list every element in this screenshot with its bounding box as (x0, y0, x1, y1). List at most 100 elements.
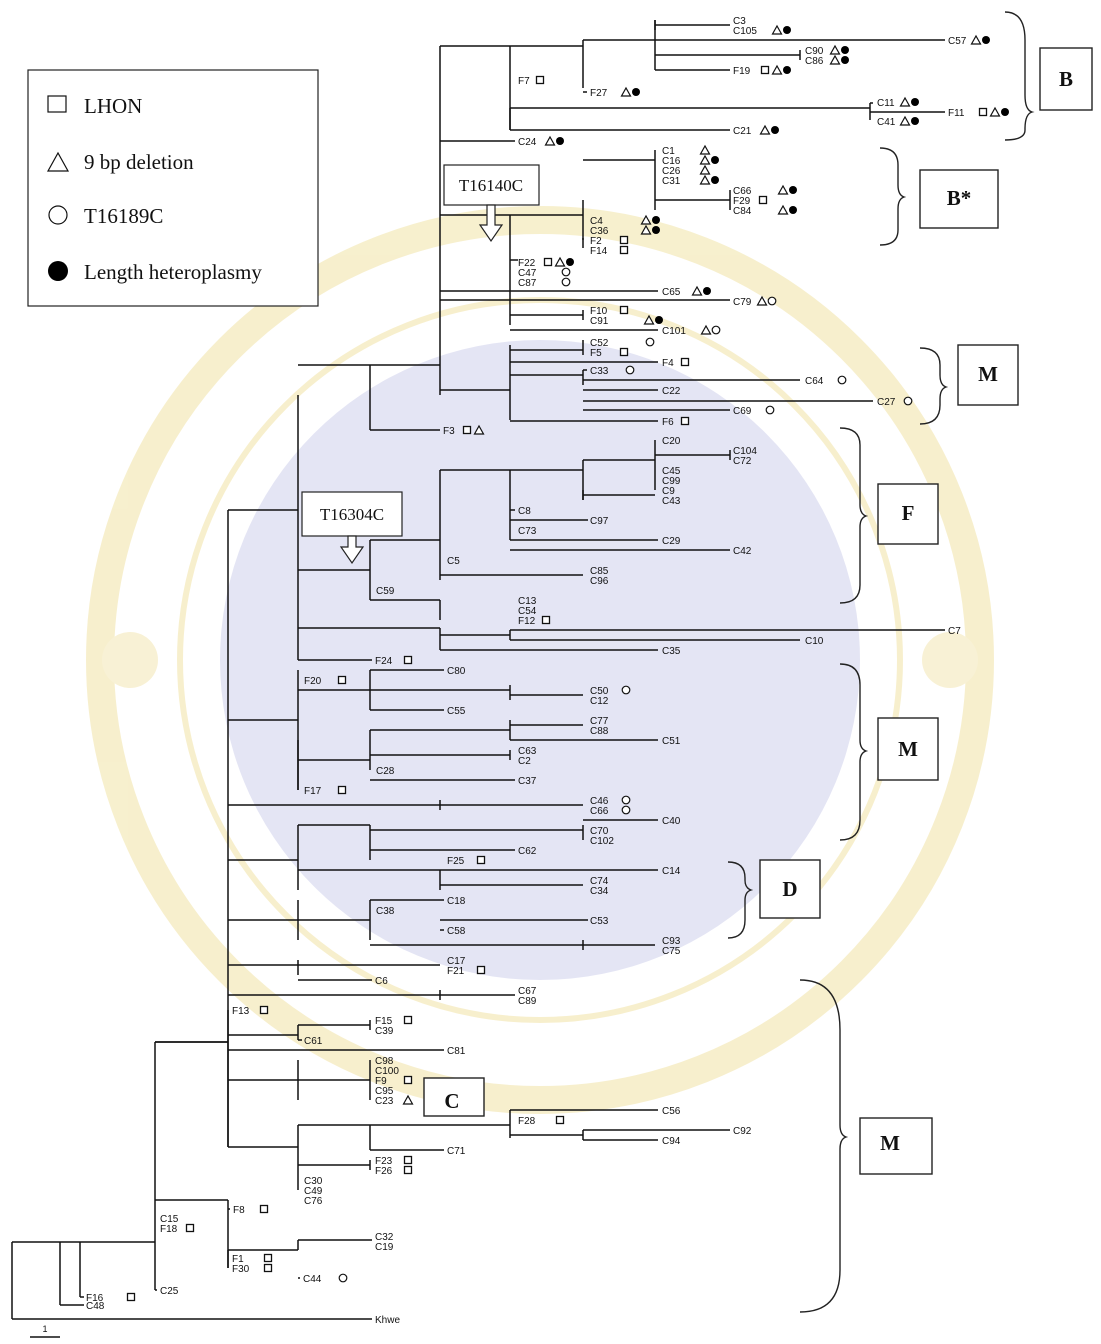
leaf-label-c97: C97 (590, 516, 609, 527)
leaf-label-c101: C101 (662, 326, 686, 337)
leaf-label-c57: C57 (948, 36, 967, 47)
leaf-label-c47: C47 (518, 268, 537, 279)
t16189c-marker-icon (625, 365, 635, 375)
lhon-marker-icon (541, 615, 551, 625)
t16189c-marker-icon (711, 325, 721, 335)
lhon-marker-icon (758, 195, 768, 205)
leaf-label-c20: C20 (662, 436, 681, 447)
leaf-label-f30: F30 (232, 1264, 250, 1275)
tree-branches (11, 20, 945, 1320)
leaf-label-c79: C79 (733, 297, 752, 308)
tree-leaf-labels: KhweC48F16C25C15F18F8C32C19C44F1F30F3C3C… (86, 16, 967, 1326)
deletion-marker-icon (699, 144, 711, 155)
lhon-marker-icon (403, 1165, 413, 1175)
group-c-label: C (444, 1089, 459, 1113)
leaf-label-c33: C33 (590, 366, 609, 377)
leaf-label-c63: C63 (518, 746, 537, 757)
t16189c-marker-icon (621, 805, 631, 815)
group-brackets (727, 11, 1035, 1313)
lhon-marker-icon (476, 855, 486, 865)
group-b-label: B (1059, 67, 1073, 91)
deletion-marker-icon (759, 124, 771, 135)
leaf-label-f22: F22 (518, 258, 536, 269)
group-d-label: D (782, 877, 797, 901)
deletion-marker-icon (643, 314, 655, 325)
leaf-label-f20: F20 (304, 676, 322, 687)
leaf-label-c70: C70 (590, 826, 609, 837)
leaf-label-c18: C18 (447, 896, 466, 907)
leaf-label-c86: C86 (805, 56, 824, 67)
deletion-marker-icon (771, 24, 783, 35)
leaf-label-c81: C81 (447, 1046, 466, 1057)
leaf-label-c69: C69 (733, 406, 752, 417)
heteroplasmy-marker-icon (652, 216, 660, 224)
leaf-label-f21: F21 (447, 966, 465, 977)
leaf-label-c2: C2 (518, 756, 531, 767)
leaf-label-c8: C8 (518, 506, 531, 517)
deletion-marker-icon (899, 96, 911, 107)
leaf-label-c73: C73 (518, 526, 537, 537)
leaf-label-c39: C39 (375, 1026, 394, 1037)
lhon-marker-icon (185, 1223, 195, 1233)
scale-bar: 1 (30, 1324, 60, 1338)
leaf-label-c92: C92 (733, 1126, 752, 1137)
leaf-label-c34: C34 (590, 886, 609, 897)
group-m2-label: M (898, 737, 918, 761)
leaf-label-c7: C7 (948, 626, 961, 637)
deletion-marker-icon (699, 164, 711, 175)
lhon-marker-icon (760, 65, 770, 75)
leaf-label-f10: F10 (590, 306, 608, 317)
leaf-label-c99: C99 (662, 476, 681, 487)
deletion-marker-icon (771, 64, 783, 75)
leaf-label-c80: C80 (447, 666, 466, 677)
leaf-label-c5: C5 (447, 556, 460, 567)
leaf-label-c75: C75 (662, 946, 681, 957)
deletion-marker-icon (473, 424, 485, 435)
mutation-t16304c-label: T16304C (320, 505, 384, 524)
leaf-label-c50: C50 (590, 686, 609, 697)
leaf-label-c56: C56 (662, 1106, 681, 1117)
lhon-marker-icon (337, 675, 347, 685)
leaf-label-khwe: Khwe (375, 1315, 400, 1326)
leaf-label-c53: C53 (590, 916, 609, 927)
heteroplasmy-marker-icon (789, 206, 797, 214)
leaf-label-f15: F15 (375, 1016, 393, 1027)
lhon-marker-icon (619, 305, 629, 315)
leaf-label-c95: C95 (375, 1086, 394, 1097)
leaf-label-c67: C67 (518, 986, 537, 997)
deletion-marker-icon (640, 224, 652, 235)
mutation-callout-t16304c: T16304C (301, 491, 403, 565)
leaf-label-c85: C85 (590, 566, 609, 577)
scale-bar-label: 1 (42, 1324, 47, 1334)
leaf-label-c72: C72 (733, 456, 752, 467)
heteroplasmy-marker-icon (652, 226, 660, 234)
t16189c-marker-icon (837, 375, 847, 385)
leaf-label-c15: C15 (160, 1214, 179, 1225)
group-m1-label: M (978, 362, 998, 386)
lhon-marker-icon (535, 75, 545, 85)
heteroplasmy-marker-icon (632, 88, 640, 96)
down-arrow-icon (339, 535, 365, 565)
leaf-label-c51: C51 (662, 736, 681, 747)
leaf-label-c37: C37 (518, 776, 537, 787)
leaf-label-c100: C100 (375, 1066, 399, 1077)
lhon-marker-icon (680, 416, 690, 426)
leaf-label-c66a: C66 (733, 186, 752, 197)
leaf-label-f27: F27 (590, 88, 608, 99)
leaf-label-f5: F5 (590, 348, 602, 359)
deletion-marker-icon (620, 86, 632, 97)
deletion-marker-icon (829, 44, 841, 55)
deletion-marker-icon (899, 115, 911, 126)
leaf-label-c76: C76 (304, 1196, 323, 1207)
leaf-label-c11: C11 (877, 98, 895, 109)
lhon-marker-icon (476, 965, 486, 975)
leaf-label-c93: C93 (662, 936, 681, 947)
down-arrow-icon (478, 204, 504, 243)
t16189c-marker-icon (621, 795, 631, 805)
leaf-label-c64: C64 (805, 376, 824, 387)
leaf-label-f8: F8 (233, 1205, 245, 1216)
legend: LHON 9 bp deletion T16189C Length hetero… (27, 69, 319, 307)
leaf-label-c26: C26 (662, 166, 681, 177)
leaf-label-c30: C30 (304, 1176, 323, 1187)
lhon-marker-icon (126, 1292, 136, 1302)
